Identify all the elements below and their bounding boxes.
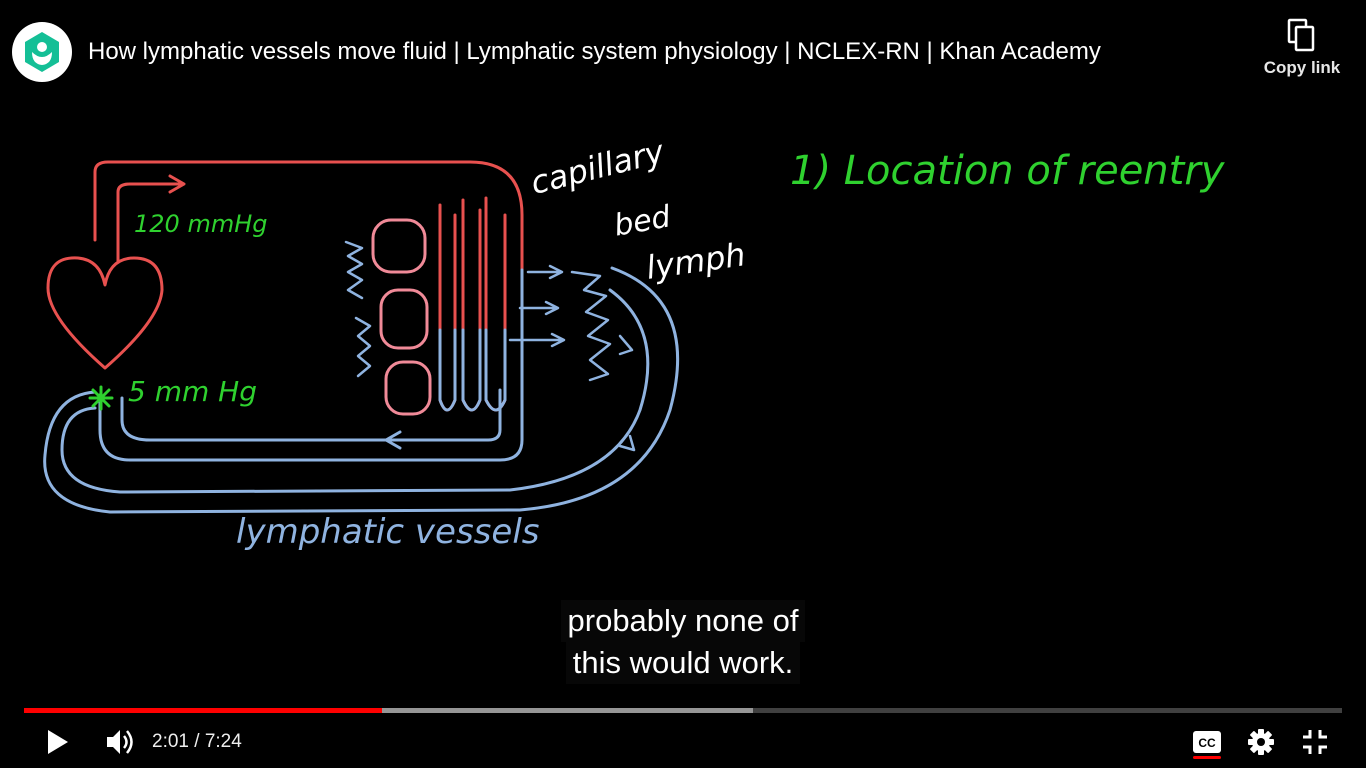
vein-arrow [384,430,402,450]
copy-icon [1287,18,1315,52]
squiggle-3 [570,270,612,382]
lymphatic-vessel-inner [60,288,650,494]
tissue-cell-1 [371,218,427,274]
lymphatic-vessels-label: lymphatic vessels [236,512,540,552]
capillary-loop-2 [461,198,482,412]
artery-inner [116,182,184,264]
captions-overlay[interactable]: probably none of this would work. [0,600,1366,684]
capillary-loop-3 [484,196,507,412]
reentry-star [88,385,114,411]
copy-link-label: Copy link [1263,58,1341,77]
captions-icon: CC [1193,731,1221,753]
time-display: 2:01 / 7:24 [152,731,242,752]
progress-bar[interactable] [24,708,1342,713]
heart [46,256,164,370]
caption-line-2: this would work. [565,642,801,684]
channel-avatar[interactable] [12,22,72,82]
pressure-low-label: 5 mm Hg [128,375,257,408]
exit-fullscreen-button[interactable] [1296,716,1334,768]
diagram-drawing [43,160,680,514]
mute-button[interactable] [100,716,140,768]
exit-fullscreen-icon [1303,730,1327,754]
settings-button[interactable] [1243,716,1279,768]
squiggle-1 [344,240,364,300]
capillary-loop-1 [438,203,457,412]
play-icon [48,730,68,754]
artery-arrow [168,174,186,194]
artery-outer [93,160,524,272]
volume-icon [107,730,133,754]
khan-academy-logo-icon [25,32,59,72]
video-title[interactable]: How lymphatic vessels move fluid | Lymph… [88,38,1101,65]
progress-buffered [24,708,753,713]
heading-location-of-reentry: 1) Location of reentry [790,148,1225,194]
settings-icon [1248,729,1274,755]
player-controls: 2:01 / 7:24 CC [0,716,1366,768]
video-frame[interactable]: 1) Location of reentry capillary bed lym… [0,100,1366,700]
pressure-high-label: 120 mmHg [134,210,268,238]
top-bar: How lymphatic vessels move fluid | Lymph… [0,0,1366,100]
squiggle-2 [354,316,372,378]
tissue-cell-3 [384,360,432,416]
captions-active-indicator [1193,756,1221,759]
vein-inner [120,388,502,442]
progress-played [24,708,383,713]
caption-line-1: probably none of [560,600,806,642]
copy-link-button[interactable]: Copy link [1252,18,1352,78]
captions-button[interactable]: CC [1189,716,1225,768]
play-button[interactable] [38,716,78,768]
tissue-cell-2 [379,288,429,350]
lymphatic-vessel-outer [43,266,680,514]
vein-outer [98,268,524,462]
svg-text:CC: CC [1198,736,1216,750]
